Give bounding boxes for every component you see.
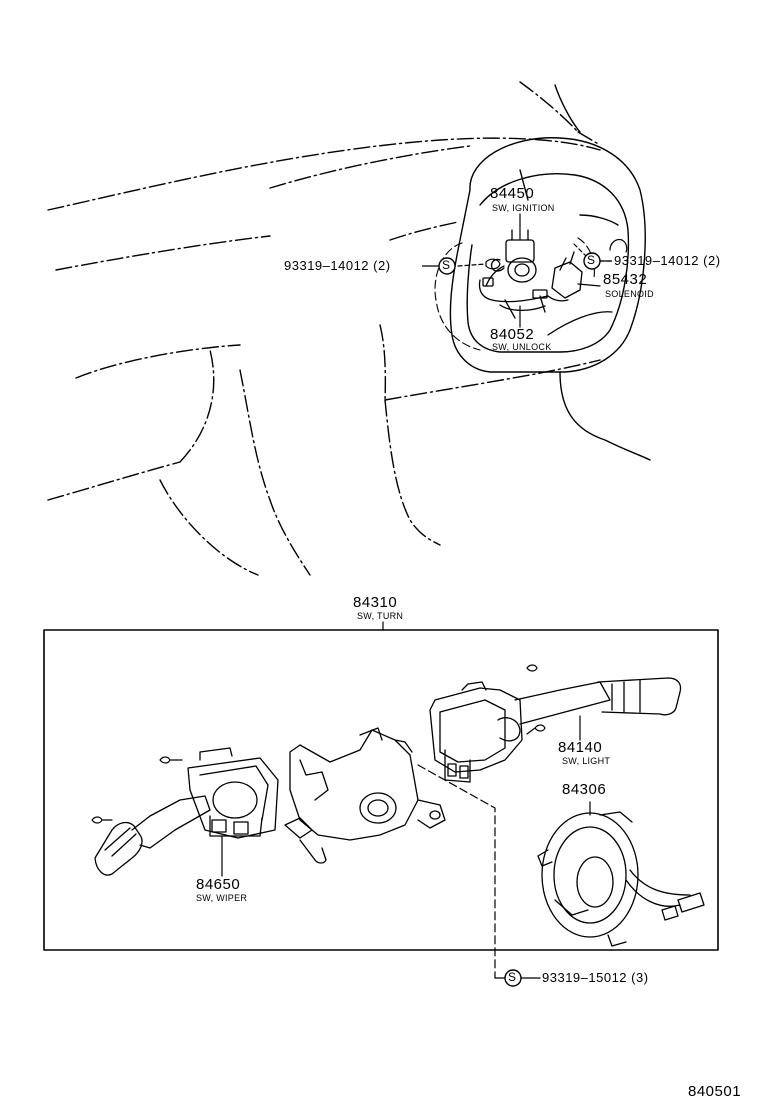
turn-switch-body-drawing xyxy=(284,727,446,864)
part-84140-name: SW, LIGHT xyxy=(562,756,611,766)
part-84052-number: 84052 xyxy=(490,326,535,343)
screw-leader-left xyxy=(457,263,487,267)
part-84310-name: SW, TURN xyxy=(357,611,404,621)
part-84140-number: 84140 xyxy=(558,739,603,756)
ignition-switch-drawing xyxy=(478,229,549,303)
part-84450-number: 84450 xyxy=(490,185,535,202)
light-switch-drawing xyxy=(429,677,682,783)
part-84650-number: 84650 xyxy=(196,876,241,893)
part-85432-name: SOLENOID xyxy=(605,289,654,299)
ignition-group-outline xyxy=(434,237,595,351)
part-84306-number: 84306 xyxy=(562,781,607,798)
clock-spring-drawing xyxy=(537,811,705,947)
turn-switch-group-box xyxy=(43,629,719,951)
part-85432-number: 85432 xyxy=(603,271,648,288)
screw-drawings-upper xyxy=(485,238,628,270)
screw-ref-left-upper: 93319–14012 (2) xyxy=(284,258,391,273)
diagram-code: 840501 xyxy=(688,1083,742,1100)
screw-symbol-bottom-letter: S xyxy=(508,970,517,984)
screw-symbol-left-upper-letter: S xyxy=(442,258,451,272)
part-84650-name: SW, WIPER xyxy=(196,893,248,903)
solenoid-drawing xyxy=(547,251,583,302)
part-84450-name: SW, IGNITION xyxy=(492,203,555,213)
screw-ref-bottom: 93319–15012 (3) xyxy=(542,970,649,985)
dashboard-outline xyxy=(47,81,601,576)
screw-leader-bottom xyxy=(417,764,506,979)
unlock-switch-drawing xyxy=(499,295,546,319)
screw-symbol-bottom xyxy=(504,969,522,987)
loose-screws xyxy=(91,664,546,824)
wiper-switch-drawing xyxy=(94,747,279,876)
screw-symbol-right-upper-letter: S xyxy=(587,253,596,267)
screw-ref-right-upper: 93319–14012 (2) xyxy=(614,253,721,268)
part-84052-name: SW, UNLOCK xyxy=(492,342,552,352)
steering-wheel xyxy=(449,84,651,461)
part-84310-number: 84310 xyxy=(353,594,398,611)
leader-lines-upper xyxy=(519,213,601,328)
